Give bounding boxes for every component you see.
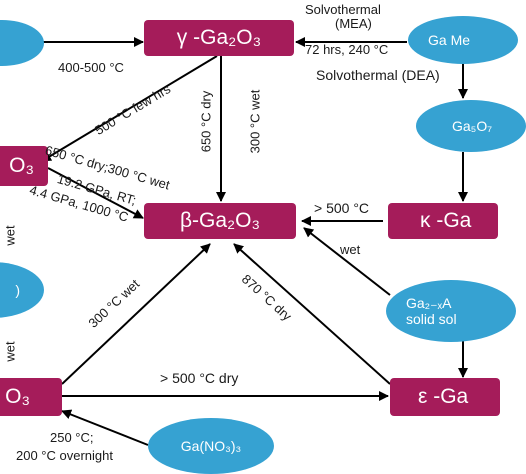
ga5o7-label: Ga₅O₇ (452, 118, 493, 134)
label-250: 250 °C; (50, 430, 94, 445)
beta-label: β-Ga₂O₃ (179, 209, 261, 232)
label-solvothermal-dea: Solvothermal (DEA) (316, 67, 440, 83)
ga-metal-ellipse: Ga Me (408, 16, 518, 64)
ga5o7-ellipse: Ga₅O₇ (416, 100, 526, 152)
arrow-lefttop-to-beta (47, 167, 144, 219)
ga-no3-ellipse: Ga(NO₃)₃ (148, 418, 274, 474)
label-solvothermal-mea-2: (MEA) (335, 16, 372, 31)
label-300-wet: 300 °C wet (247, 89, 263, 154)
left-bottom-label: O₃ (5, 385, 30, 408)
left-top-phase-box: O₃ (0, 146, 48, 186)
label-wet-kappa: wet (340, 242, 361, 257)
label-400-500: 400-500 °C (58, 60, 124, 75)
arrow-ga2xa-to-beta (303, 227, 391, 296)
gano3-label: Ga(NO₃)₃ (180, 438, 242, 454)
arrow-leftbottom-to-beta (61, 243, 211, 385)
label-gt500: > 500 °C (314, 200, 370, 216)
epsilon-label: ε -Ga (418, 385, 469, 408)
beta-ga2o3-box: β-Ga₂O₃ (144, 203, 296, 239)
ga2xa-line1: Ga₂₋ₓA (406, 295, 452, 311)
label-gt500-dry: > 500 °C dry (160, 370, 239, 386)
ga2xa-ellipse: Ga₂₋ₓA solid sol (386, 280, 516, 342)
gamma-label: γ -Ga₂O₃ (176, 26, 262, 49)
left-top-label: O₃ (9, 154, 34, 177)
arrow-epsilon-to-beta (233, 243, 391, 385)
label-200-overnight: 200 °C overnight (16, 448, 113, 463)
gamma-ga2o3-box: γ -Ga₂O₃ (144, 20, 294, 56)
left-mid-label: ) (15, 282, 20, 298)
kappa-label: κ -Ga (420, 209, 472, 232)
label-solvothermal-mea-1: Solvothermal (305, 2, 381, 17)
left-bottom-phase-box: O₃ (0, 378, 62, 416)
label-mea-conditions: 72 hrs, 240 °C (305, 42, 389, 57)
arrow-gamma-to-lefttop (41, 55, 218, 162)
ga2xa-line2: solid sol (406, 311, 457, 327)
label-wet-left-2: wet (2, 341, 18, 362)
epsilon-ga-box: ε -Ga (390, 378, 500, 416)
ga-metal-label: Ga Me (428, 32, 471, 48)
arrow-gano3-to-leftbottom (61, 409, 149, 446)
label-650-dry: 650 °C dry (198, 90, 214, 153)
label-wet-left-1: wet (2, 225, 18, 246)
kappa-ga-box: κ -Ga (388, 203, 498, 239)
arrow-layer (40, 37, 468, 446)
